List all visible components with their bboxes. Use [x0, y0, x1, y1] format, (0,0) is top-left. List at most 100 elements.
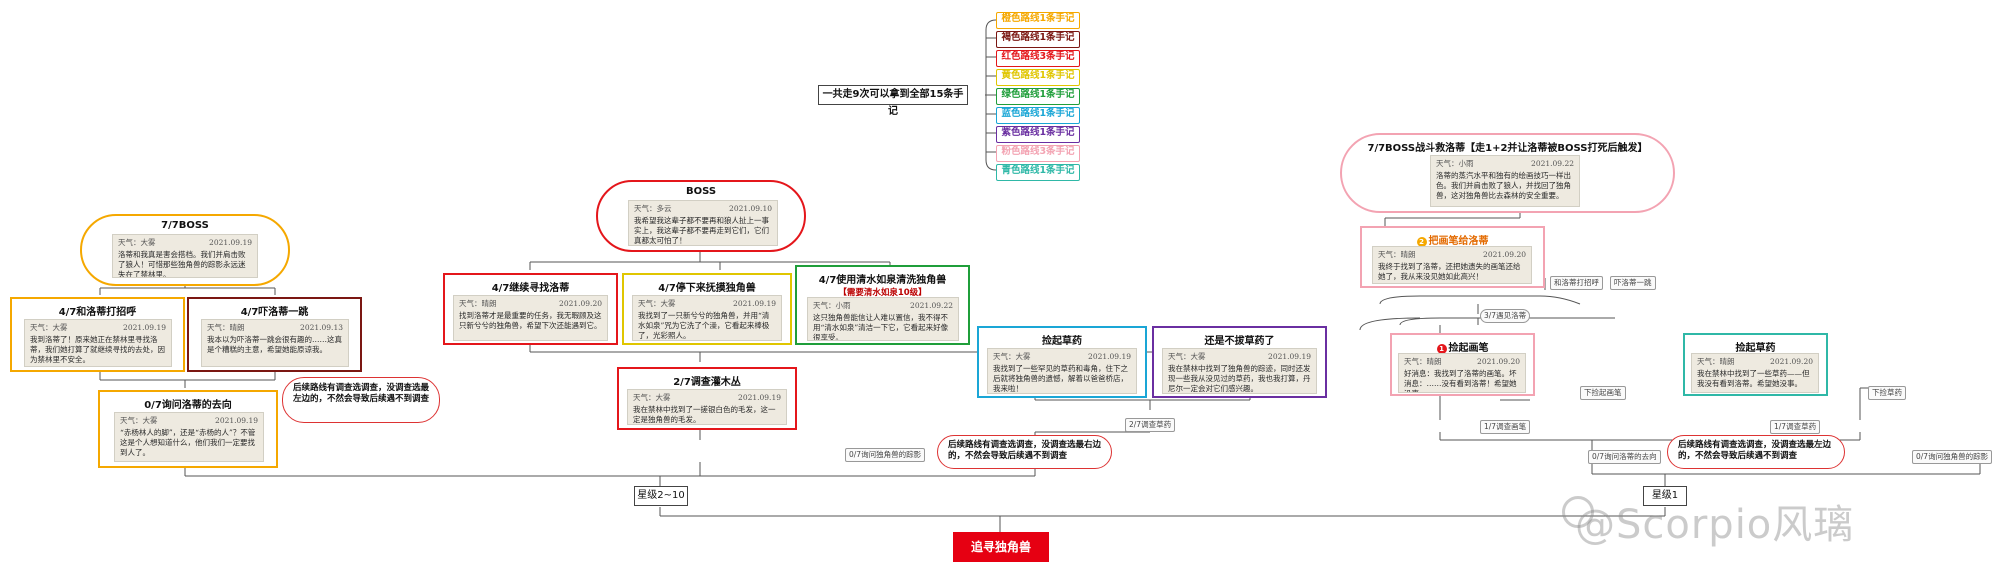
note-date: 2021.09.19: [733, 299, 776, 308]
mid-find-card: 4/7继续寻找洛蒂 天气：晴朗 2021.09.20 找到洛蒂才是最重要的任务，我…: [443, 273, 618, 345]
note-date: 2021.09.10: [729, 204, 772, 213]
tag-scare-lottie: 吓洛蒂一跳: [1610, 276, 1656, 290]
weibo-icon: [1562, 496, 1594, 528]
legend-item: 蓝色路线1条手记: [996, 107, 1080, 124]
card-title: 4/7和洛蒂打招呼: [58, 307, 137, 318]
note-text: 找到洛蒂才是最重要的任务，我无暇顾及这只新兮兮的独角兽，希望下次还能遇到它。: [459, 311, 602, 330]
note-date: 2021.09.19: [215, 416, 258, 425]
right-callout: 后续路线有调查选调查，没调查选最左边的，不然会导致后续遇不到调查: [1667, 435, 1845, 469]
note-text: 我找到了一些罕见的草药和毒角，住下之后就将独角兽的遗憾，解着以爸爸桥店，我来啦！: [993, 364, 1128, 393]
note-weather: 天气：小雨: [1436, 159, 1474, 168]
journal-note: 天气：大雾 2021.09.19 我找到了一些罕见的草药和毒角，住下之后就将独角兽…: [987, 348, 1137, 394]
journal-note: 天气：小雨 2021.09.22 这只独角兽能信让人难以置信，我不得不用“清水如泉…: [807, 297, 959, 341]
journal-note: 天气：晴朗 2021.09.20 好消息：我找到了洛蒂的画笔。坏消息：……没有看到…: [1398, 353, 1526, 393]
card-title: 2/7调查灌木丛: [673, 377, 741, 388]
note-weather: 天气：小雨: [813, 301, 851, 310]
brush-title: 捡起画笔: [1448, 343, 1489, 354]
legend-item: 黄色路线1条手记: [996, 69, 1080, 86]
legend-item: 红色路线3条手记: [996, 50, 1080, 67]
tag-pick-herb: 下捡草药: [1868, 386, 1906, 400]
journal-note: 天气：晴朗 2021.09.20 我终于找到了洛蒂，还把她遗失的画笔还给她了，我从…: [1372, 246, 1532, 284]
pen-title: 把画笔给洛蒂: [1428, 236, 1489, 247]
tag-investigate-brush: 1/7调查画笔: [1480, 420, 1531, 434]
tag-ask-lottie: 0/7询问洛蒂的去向: [1588, 450, 1661, 464]
tag-greet-lottie: 和洛蒂打招呼: [1550, 276, 1603, 290]
note-text: 我在禁林中找到了一搓银白色的毛发，这一定是独角兽的毛发。: [633, 405, 776, 424]
star-level-left: 星级2~10: [634, 486, 688, 506]
note-text: 我找到了一只新兮兮的独角兽，并用“清水如泉”咒为它洗了个澡，它看起来棒极了，光彩…: [638, 311, 770, 340]
level-warning: 【需要清水如泉10级】: [838, 288, 927, 298]
note-weather: 天气：大雾: [1168, 352, 1206, 361]
note-weather: 天气：晴朗: [1378, 250, 1416, 259]
watermark: @Scorpio风璃: [1575, 502, 1855, 548]
legend-item: 橙色路线1条手记: [996, 12, 1080, 29]
note-date: 2021.09.20: [1477, 357, 1520, 366]
note-weather: 天气：多云: [634, 204, 672, 213]
card-title: 4/7吓洛蒂一跳: [240, 307, 309, 318]
note-text: “赤杨林人的脚”，还是“赤杨的人”？不管这是个人想知道什么，他们我们一定要找到人…: [120, 428, 256, 457]
journal-note: 天气：晴朗 2021.09.20 找到洛蒂才是最重要的任务，我无暇顾及这只新兮兮的…: [453, 295, 608, 341]
note-text: 洛蒂的蒸汽水平和独有的绘画技巧一样出色。我们并肩击败了狼人，并找回了独角兽，这对…: [1436, 171, 1571, 200]
note-text: 我在禁林中找到了一些草药——但我没有看到洛蒂。希望她没事。: [1697, 369, 1810, 388]
tag-meet-lottie: 3/7遇见洛蒂: [1480, 309, 1531, 323]
card-title: 捡起草药: [1042, 336, 1082, 347]
note-date: 2021.09.19: [209, 238, 252, 247]
note-date: 2021.09.20: [1483, 250, 1526, 259]
left-ask-card: 0/7询问洛蒂的去向 天气：大雾 2021.09.19 “赤杨林人的脚”，还是“赤…: [98, 390, 278, 468]
note-date: 2021.09.22: [1531, 159, 1574, 168]
note-date: 2021.09.19: [1268, 352, 1311, 361]
tag-pick-brush: 下捡起画笔: [1580, 386, 1626, 400]
note-weather: 天气：晴朗: [207, 323, 245, 332]
note-date: 2021.09.19: [738, 393, 781, 402]
note-weather: 天气：晴朗: [1697, 357, 1735, 366]
tag-ask-unicorn: 0/7询问独角兽的踪影: [1912, 450, 1993, 464]
step-badge: 2: [1416, 237, 1427, 247]
note-weather: 天气：晴朗: [459, 299, 497, 308]
note-weather: 天气：大雾: [638, 299, 676, 308]
journal-note: 天气：小雨 2021.09.22 洛蒂的蒸汽水平和独有的绘画技巧一样出色。我们并肩…: [1430, 155, 1580, 207]
note-text: 洛蒂和我真是害会搭档。我们并肩击败了狼人！可惜那些独角兽的踪影永远迷失在了禁林里…: [118, 250, 246, 278]
left-callout: 后续路线有调查选调查，没调查选最左边的，不然会导致后续遇不到调查: [282, 377, 440, 423]
note-date: 2021.09.19: [123, 323, 166, 332]
card-title: 4/7继续寻找洛蒂: [491, 283, 570, 294]
note-text: 我在禁林中找到了独角兽的踪迹，同时还发现一些我从没见过的草药，我也我打算，丹尼尔…: [1168, 364, 1311, 393]
card-title: BOSS: [685, 186, 717, 197]
legend-item: 青色路线1条手记: [996, 164, 1080, 181]
note-weather: 天气：晴朗: [1404, 357, 1442, 366]
mid-callout: 后续路线有调查选调查，没调查选最右边的，不然会导致后续遇不到调查: [937, 435, 1112, 469]
card-title: 0/7询问洛蒂的去向: [144, 400, 232, 411]
note-date: 2021.09.20: [559, 299, 602, 308]
note-text: 我终于找到了洛蒂，还把她遗失的画笔还给她了，我从来没见她如此高兴！: [1378, 262, 1521, 281]
note-text: 我到洛蒂了！原来她正在禁林里寻找洛蒂，我们她打算了就继续寻找的去处，因为禁林里不…: [30, 335, 165, 364]
journal-note: 天气：大雾 2021.09.19 我在禁林中找到了独角兽的踪迹，同时还发现一些我从…: [1162, 348, 1317, 394]
note-text: 好消息：我找到了洛蒂的画笔。坏消息：……没有看到洛蒂！希望她没事。: [1404, 369, 1517, 392]
note-date: 2021.09.22: [910, 301, 953, 310]
note-weather: 天气：大雾: [120, 416, 158, 425]
root-node: 追寻独角兽: [953, 532, 1049, 562]
card-title: 7/7BOSS: [161, 220, 209, 231]
note-text: 这只独角兽能信让人难以置信，我不得不用“清水如泉”清洁一下它，它看起来好像很享受…: [813, 313, 949, 341]
note-text: 我本以为吓洛蒂一跳会很有趣的……这真是个糟糕的主意，希望她能原谅我。: [207, 335, 342, 354]
note-date: 2021.09.19: [1088, 352, 1131, 361]
note-weather: 天气：大雾: [993, 352, 1031, 361]
